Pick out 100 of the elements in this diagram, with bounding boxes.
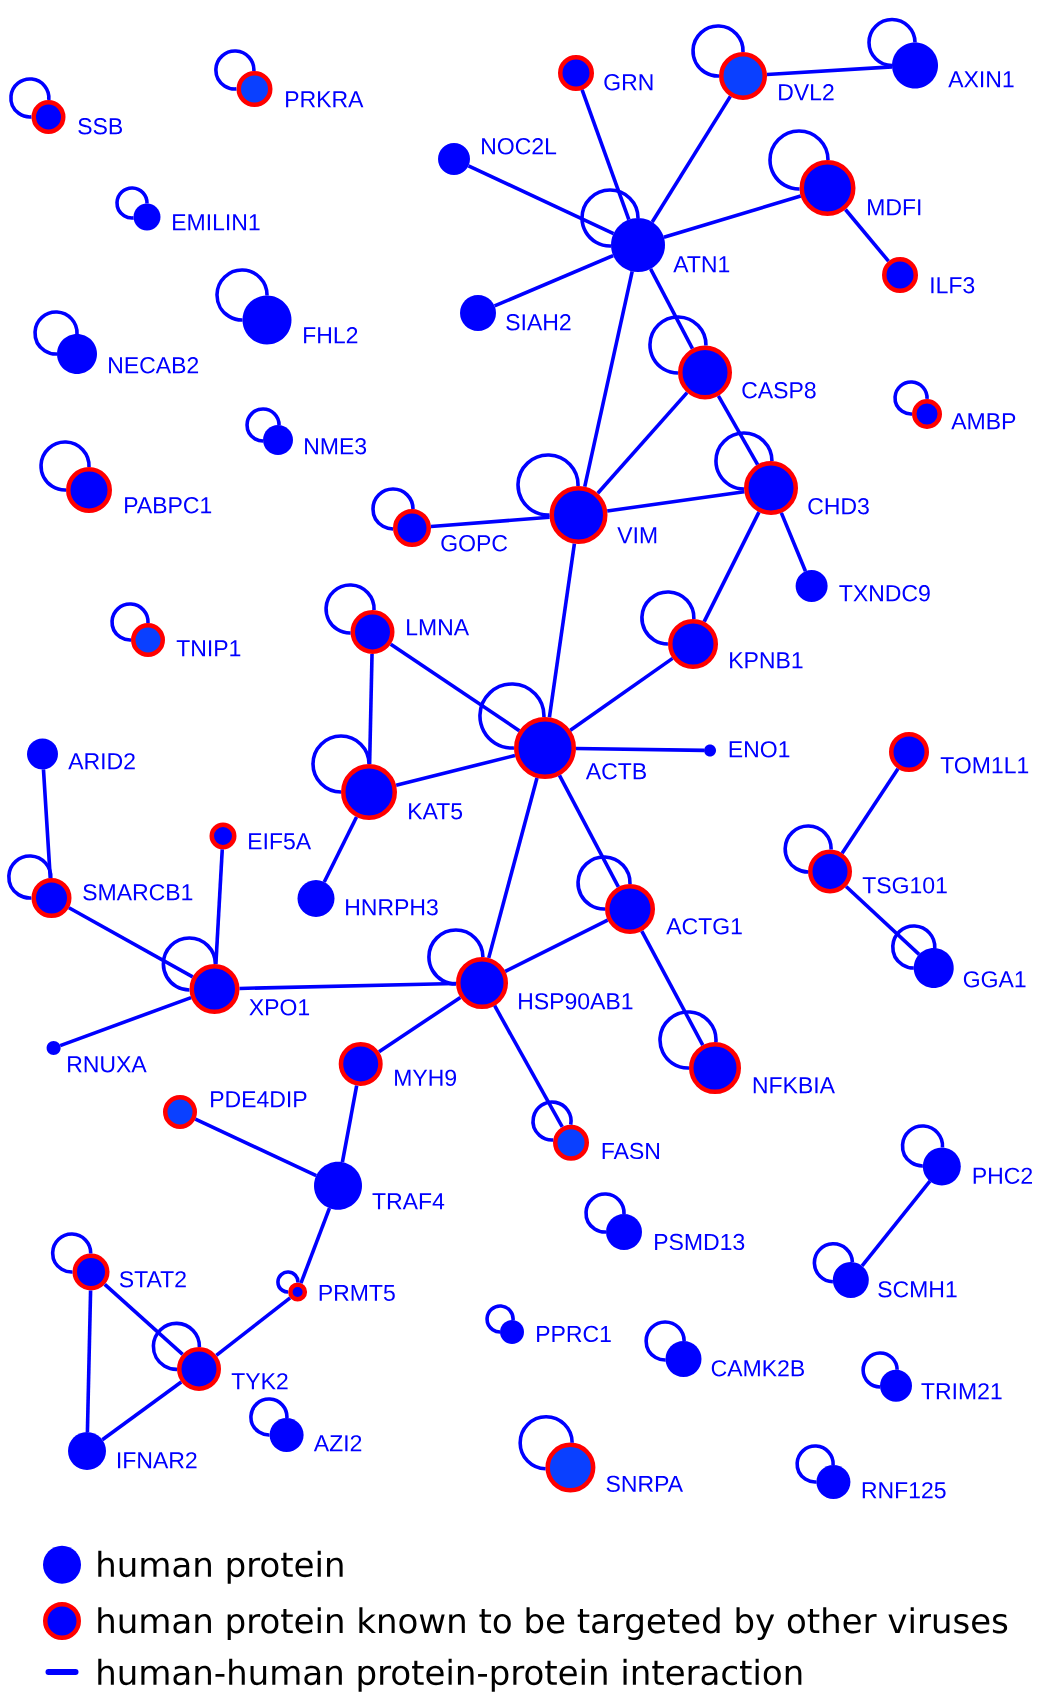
protein-label: TSG101	[862, 877, 947, 894]
interaction-line	[640, 930, 705, 1046]
protein-label: HSP90AB1	[519, 993, 633, 1010]
self-loop	[531, 1100, 573, 1142]
self-loop	[311, 734, 371, 794]
interaction-line	[596, 391, 689, 495]
protein-label: CAMK2B	[711, 1360, 804, 1377]
interaction-line	[663, 194, 802, 239]
self-loop	[795, 1444, 835, 1484]
self-loop	[768, 129, 830, 191]
protein-label: ARID2	[68, 753, 135, 770]
self-loop	[576, 855, 632, 911]
interaction-line	[103, 1283, 184, 1356]
protein-label: TRIM21	[921, 1383, 1002, 1400]
protein-label: SIAH2	[506, 314, 571, 331]
protein-label: EMILIN1	[173, 214, 260, 231]
protein-label: MYH9	[395, 1069, 456, 1086]
interaction-line	[378, 995, 462, 1054]
self-loop	[110, 602, 150, 642]
interaction-line	[68, 906, 194, 979]
protein-label: SSB	[78, 118, 122, 135]
protein-label: PHC2	[973, 1167, 1032, 1184]
self-loop	[691, 24, 745, 78]
protein-label: PRKRA	[286, 91, 364, 108]
protein-label: NFKBIA	[753, 1077, 835, 1094]
protein-label: NME3	[305, 438, 367, 455]
self-loop	[658, 1010, 718, 1070]
protein-label: VIM	[617, 527, 657, 544]
self-loop	[151, 1321, 202, 1372]
self-loop	[485, 1304, 515, 1334]
protein-label: AXIN1	[948, 71, 1014, 88]
interaction-line	[389, 642, 521, 733]
protein-label: SMARCB1	[83, 884, 193, 901]
protein-label: GGA1	[963, 971, 1026, 988]
interaction-line	[569, 656, 674, 732]
protein-label: TNIP1	[176, 640, 241, 657]
protein-label: MDFI	[868, 199, 921, 216]
interaction-line	[214, 849, 225, 965]
interaction-line	[194, 1117, 317, 1178]
interaction-line	[580, 89, 631, 221]
self-loop	[245, 407, 281, 443]
interaction-line	[59, 995, 192, 1048]
interaction-line	[340, 1085, 359, 1163]
self-loop	[867, 17, 917, 68]
protein-label: ACTG1	[666, 918, 742, 935]
interaction-line	[547, 543, 577, 718]
self-loop	[783, 824, 833, 874]
protein-label: STAT2	[119, 1271, 186, 1288]
self-loop	[161, 936, 218, 992]
self-loop	[9, 77, 51, 119]
interaction-line	[215, 1296, 292, 1357]
self-loop	[249, 1397, 289, 1437]
protein-label: PRMT5	[319, 1284, 395, 1301]
self-loop	[33, 310, 79, 356]
protein-label: TYK2	[231, 1373, 288, 1390]
protein-label: PPRC1	[537, 1325, 611, 1343]
protein-label: CASP8	[742, 382, 816, 399]
protein-label: GRN	[604, 74, 653, 91]
protein-label: ENO1	[729, 741, 790, 758]
protein-label: CHD3	[808, 498, 869, 515]
self-loop	[648, 315, 708, 375]
interaction-line	[860, 1180, 932, 1268]
interaction-line	[487, 777, 539, 959]
protein-label: FHL2	[304, 327, 358, 344]
protein-label: DVL2	[779, 84, 834, 101]
self-loop	[214, 49, 256, 91]
protein-label: TRAF4	[372, 1193, 445, 1210]
legend-text: human-human protein-protein interaction	[98, 1658, 802, 1692]
self-loop	[584, 1192, 626, 1234]
self-loop	[371, 487, 415, 531]
self-loop	[39, 440, 91, 492]
interaction-line	[430, 515, 550, 529]
self-loop	[812, 1242, 855, 1284]
interaction-line	[101, 1380, 183, 1442]
legend-text: human protein known to be targeted by other viruses	[98, 1607, 1008, 1641]
protein-label: EIF5A	[249, 833, 312, 850]
interaction-line	[606, 489, 745, 513]
interaction-line	[650, 95, 732, 223]
protein-label: NECAB2	[109, 357, 199, 374]
protein-label: RNUXA	[68, 1056, 147, 1073]
self-loop	[478, 682, 546, 750]
self-loop	[893, 380, 929, 416]
self-loop	[516, 453, 580, 517]
protein-label: RNF125	[862, 1482, 946, 1499]
protein-label: HNRPH3	[346, 899, 438, 916]
interaction-line	[779, 512, 808, 572]
interaction-line	[299, 1207, 332, 1284]
interaction-line	[395, 753, 516, 787]
protein-label: PABPC1	[125, 497, 212, 514]
protein-label: ACTB	[585, 763, 646, 780]
legend-text: human protein	[98, 1550, 343, 1584]
protein-label: PDE4DIP	[211, 1091, 307, 1108]
self-loop	[714, 431, 774, 491]
self-loop	[7, 854, 53, 900]
protein-label: ILF3	[931, 277, 975, 294]
interaction-line	[557, 774, 620, 888]
interaction-line	[840, 767, 900, 855]
self-loop	[427, 928, 485, 986]
protein-label: KAT5	[409, 803, 463, 820]
protein-label: AZI2	[313, 1435, 362, 1452]
